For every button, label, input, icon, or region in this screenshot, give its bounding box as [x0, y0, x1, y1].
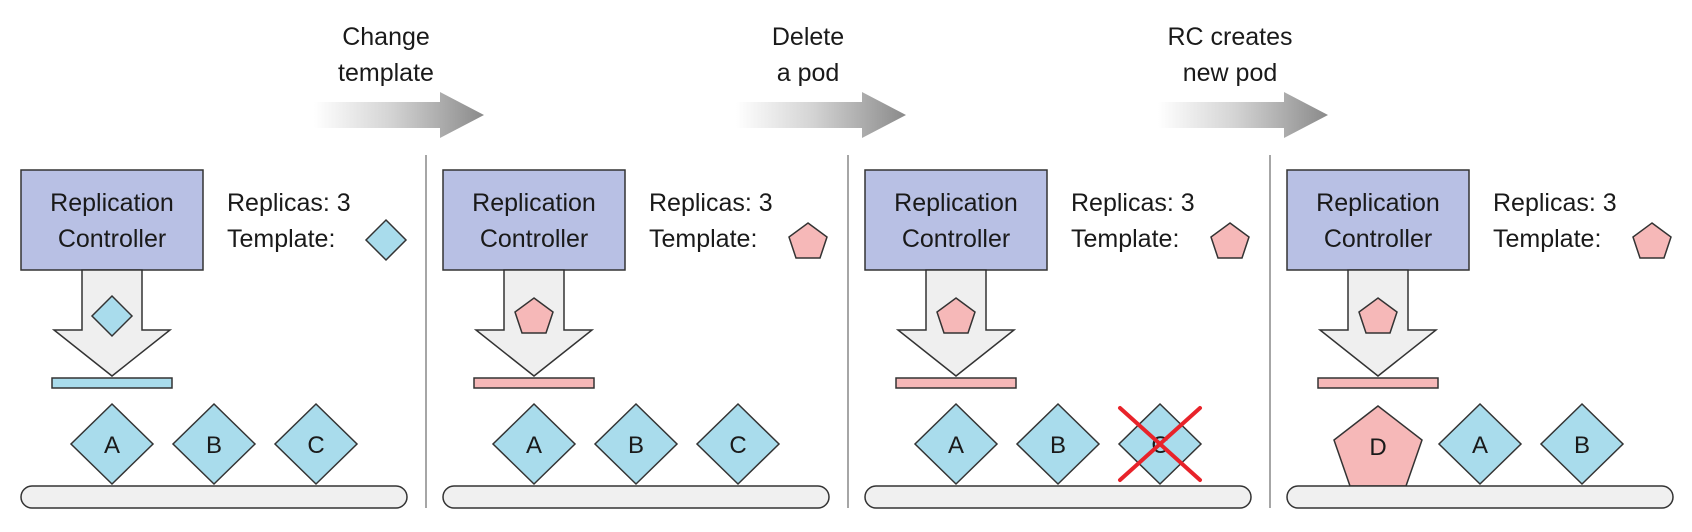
diamond-pod-icon [695, 402, 781, 486]
pod-label: A [526, 432, 542, 459]
transition-change-template: Change template [314, 23, 484, 138]
template-label: Template: [649, 225, 757, 253]
arrow-pentagon-pod-icon [1358, 297, 1398, 334]
rc-label-line2: Controller [1324, 225, 1432, 253]
rc-label-line1: Replication [472, 189, 596, 217]
pod-label: B [206, 432, 222, 459]
red-x-delete-icon [1118, 406, 1202, 482]
panel-1: Replication Controller Replicas: 3 Templ… [20, 169, 408, 509]
transition-delete-pod: Delete a pod [736, 23, 906, 138]
pod-label: B [1050, 432, 1066, 459]
node-platform [1286, 485, 1674, 509]
rc-label-line2: Controller [902, 225, 1010, 253]
panel-4: Replication Controller Replicas: 3 Templ… [1286, 169, 1674, 509]
pod-a: A [491, 402, 577, 486]
pod-label: B [628, 432, 644, 459]
diamond-pod-icon [171, 402, 257, 486]
node-platform [442, 485, 830, 509]
diamond-pod-icon [1539, 402, 1625, 486]
transition-label-line1: Change [342, 23, 430, 51]
transition-rc-creates-pod: RC creates new pod [1158, 23, 1328, 138]
pod-c-deleted: C [1117, 402, 1203, 486]
template-stamp-bar [51, 377, 173, 389]
transition-label-line2: new pod [1183, 59, 1278, 87]
node-platform [864, 485, 1252, 509]
template-label: Template: [227, 225, 335, 253]
pod-b: B [1539, 402, 1625, 486]
transition-label-line2: template [338, 59, 434, 87]
pod-d: D [1333, 405, 1423, 487]
replication-controller-box [20, 169, 204, 271]
replication-controller-box [864, 169, 1048, 271]
rc-label-line2: Controller [480, 225, 588, 253]
rc-label-line1: Replication [50, 189, 174, 217]
pod-a: A [913, 402, 999, 486]
panel-2: Replication Controller Replicas: 3 Templ… [442, 169, 830, 509]
replicas-count-text: Replicas: 3 [1071, 189, 1195, 217]
pod-b: B [593, 402, 679, 486]
pod-label: A [1472, 432, 1488, 459]
transition-label-line2: a pod [777, 59, 840, 87]
template-stamp-bar [895, 377, 1017, 389]
node-platform [20, 485, 408, 509]
pod-b: B [171, 402, 257, 486]
template-pentagon-pod-icon [788, 222, 828, 259]
rc-label-line2: Controller [58, 225, 166, 253]
diamond-pod-icon [69, 402, 155, 486]
rc-label-line1: Replication [1316, 189, 1440, 217]
pod-label: A [104, 432, 120, 459]
pod-label: B [1574, 432, 1590, 459]
transition-arrow-icon [314, 92, 484, 138]
pod-a: A [1437, 402, 1523, 486]
template-pentagon-pod-icon [1632, 222, 1672, 259]
template-label: Template: [1493, 225, 1601, 253]
diamond-pod-icon [593, 402, 679, 486]
arrow-diamond-pod-icon [90, 294, 134, 338]
pod-label: D [1369, 434, 1386, 461]
arrow-pentagon-pod-icon [936, 297, 976, 334]
diamond-pod-icon [1015, 402, 1101, 486]
pod-label: C [729, 432, 746, 459]
pod-b: B [1015, 402, 1101, 486]
pod-c: C [273, 402, 359, 486]
replicas-count-text: Replicas: 3 [227, 189, 351, 217]
arrow-pentagon-pod-icon [514, 297, 554, 334]
replication-controller-box [442, 169, 626, 271]
diamond-pod-icon [273, 402, 359, 486]
pod-label: C [307, 432, 324, 459]
replicas-count-text: Replicas: 3 [1493, 189, 1617, 217]
diamond-pod-icon [491, 402, 577, 486]
diamond-pod-icon [1437, 402, 1523, 486]
transition-label-line1: Delete [772, 23, 844, 51]
diamond-pod-icon [913, 402, 999, 486]
pod-a: A [69, 402, 155, 486]
pod-c: C [695, 402, 781, 486]
template-diamond-pod-icon [364, 218, 408, 262]
replication-controller-box [1286, 169, 1470, 271]
rc-label-line1: Replication [894, 189, 1018, 217]
template-label: Template: [1071, 225, 1179, 253]
replicas-count-text: Replicas: 3 [649, 189, 773, 217]
transition-arrow-icon [736, 92, 906, 138]
template-pentagon-pod-icon [1210, 222, 1250, 259]
transition-arrow-icon [1158, 92, 1328, 138]
panel-3: Replication Controller Replicas: 3 Templ… [864, 169, 1252, 509]
template-stamp-bar [473, 377, 595, 389]
pod-label: A [948, 432, 964, 459]
transition-label-line1: RC creates [1167, 23, 1292, 51]
template-stamp-bar [1317, 377, 1439, 389]
